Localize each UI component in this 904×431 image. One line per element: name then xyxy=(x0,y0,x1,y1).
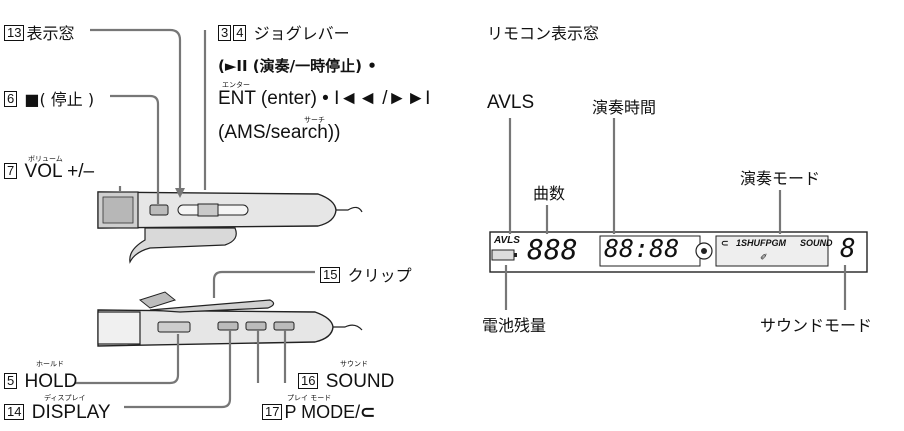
lcd-avls-text: AVLS xyxy=(494,235,520,246)
label-jog-line1: (►II (演奏/一時停止) • xyxy=(218,57,377,75)
lcd-track-digits: 888 xyxy=(527,233,578,266)
bass-icon: ✐ xyxy=(760,252,768,262)
leader-lines-right xyxy=(504,118,847,310)
ruby-search: サーチ xyxy=(304,116,325,124)
ruby-display: ディスプレイ xyxy=(44,394,86,402)
label-avls: AVLS xyxy=(487,92,535,113)
leader-lines-left xyxy=(75,28,315,409)
label-clip: 15 クリップ xyxy=(320,262,412,286)
label-hold: 5 HOLD xyxy=(4,371,77,393)
label-play-time: 演奏時間 xyxy=(592,98,657,117)
lcd-panel xyxy=(489,231,868,273)
label-stop: 6 ■( 停止 ) xyxy=(4,86,94,110)
label-vol: 7 VOL +/– xyxy=(4,161,94,183)
lcd-sound-digit: 8 xyxy=(840,234,856,264)
label-play-mode: 演奏モード xyxy=(740,169,821,188)
label-jog-line3: (AMS/search)) xyxy=(218,122,341,143)
battery-icon xyxy=(491,249,515,261)
ruby-enter: エンター xyxy=(222,81,250,89)
label-display: 14 DISPLAY xyxy=(4,402,111,424)
lcd-sound-text: SOUND xyxy=(800,238,833,248)
label-sound: 16 SOUND xyxy=(298,371,394,393)
hold-switch-shape xyxy=(157,321,191,333)
lcd-mode-text: 1SHUFPGM xyxy=(736,238,787,248)
ruby-pmode: プレイ モード xyxy=(287,394,332,402)
clip-shape-top xyxy=(129,227,237,264)
ruby-sound: サウンド xyxy=(340,360,368,368)
lcd-time-digits: 88:88 xyxy=(604,234,680,263)
label-battery: 電池残量 xyxy=(482,316,547,335)
repeat-icon: ⊂ xyxy=(721,238,729,248)
remote-bottom-view xyxy=(97,291,363,347)
ruby-hold: ホールド xyxy=(36,360,64,368)
ruby-vol: ボリューム xyxy=(28,155,63,163)
repeat-icon: ⊂ xyxy=(360,402,376,422)
label-lcd-heading: リモコン表示窓 xyxy=(487,24,600,43)
label-track-count: 曲数 xyxy=(533,184,566,203)
stop-button-shape xyxy=(149,204,169,216)
remote-top-view xyxy=(97,191,363,264)
label-jog-line2: ENT (enter) • I◄◄ /►►I xyxy=(218,88,431,109)
clip-shape xyxy=(149,299,275,313)
label-sound-mode: サウンドモード xyxy=(760,316,873,335)
